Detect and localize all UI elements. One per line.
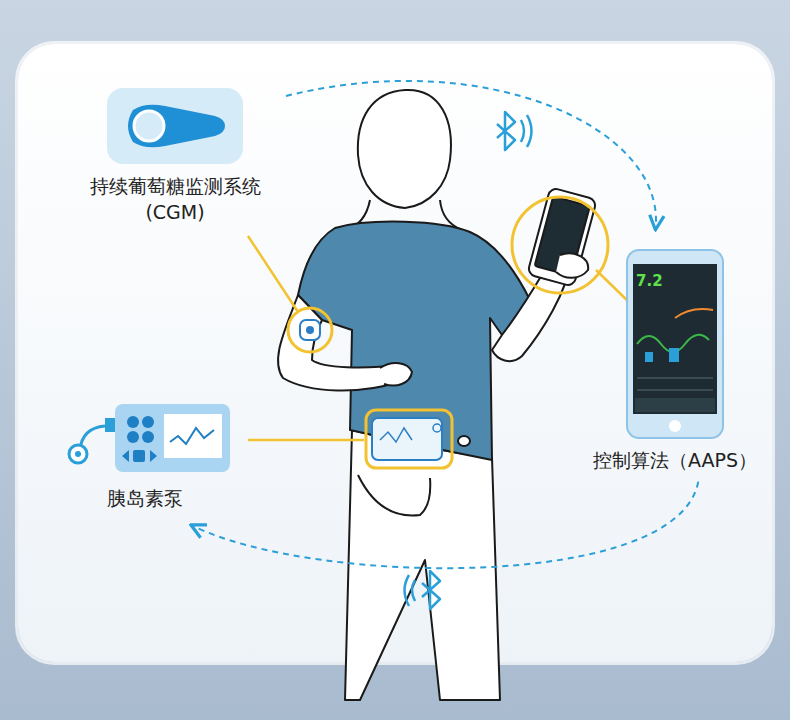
node-label: 胰岛素泵 [50,486,240,512]
bluetooth-flow-arrow [193,482,699,569]
device-node: 持续葡萄糖监测系统 (CGM) [70,86,280,225]
device-node: 控制算法（AAPS） [578,248,772,474]
device-node: 胰岛素泵 [50,398,240,512]
pump-icon [60,398,230,478]
bluetooth-flow-arrow [286,81,656,228]
node-label: 持续葡萄糖监测系统 (CGM) [70,174,280,225]
screen-reading: 7.2 [636,272,663,290]
cgm-icon [105,86,245,166]
node-label: 控制算法（AAPS） [578,448,772,474]
